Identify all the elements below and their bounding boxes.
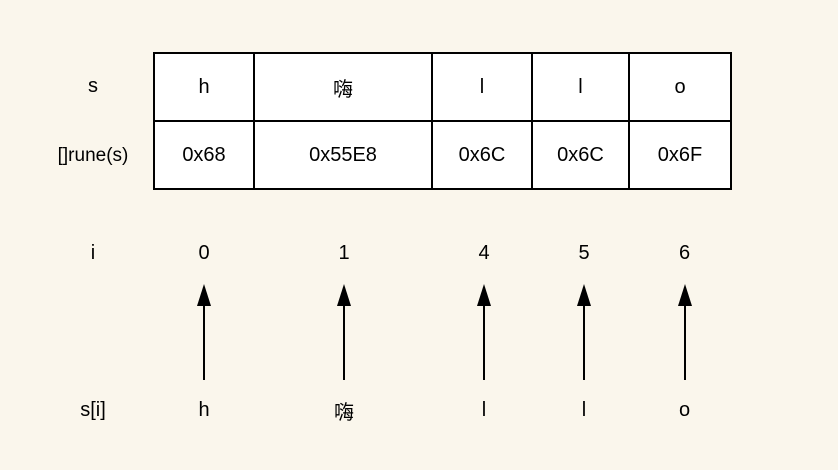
table-row-rune: 0x68 0x55E8 0x6C 0x6C 0x6F [153, 120, 732, 190]
rune-cell: 0x55E8 [253, 120, 433, 190]
char-value: o [678, 398, 691, 421]
char-value: 嗨 [334, 401, 354, 424]
char-value: h [198, 398, 210, 421]
index-value: 0 [198, 241, 210, 264]
up-arrow-icon [535, 284, 633, 380]
up-arrow-icon [153, 284, 255, 380]
index-value: 1 [338, 241, 350, 264]
index-value: 6 [678, 241, 691, 264]
rune-cell: 0x6F [628, 120, 732, 190]
rune-cell: 0x6C [531, 120, 630, 190]
char-row-label: s[i] [80, 398, 106, 421]
string-cell: 嗨 [253, 52, 433, 122]
rune-cell: 0x6C [431, 120, 533, 190]
string-cell: l [531, 52, 630, 122]
index-value: 5 [578, 241, 590, 264]
char-value: l [481, 398, 487, 421]
rune-row-label: []rune(s) [57, 145, 129, 166]
char-value: l [581, 398, 587, 421]
string-cell: l [431, 52, 533, 122]
rune-table: h 嗨 l l o 0x68 0x55E8 0x6C 0x6C 0x6F [153, 52, 732, 190]
rune-cell: 0x68 [153, 120, 255, 190]
up-arrow-icon [633, 284, 736, 380]
index-row-label: i [90, 241, 96, 264]
up-arrow-icon [255, 284, 433, 380]
arrows-row [153, 284, 736, 380]
string-cell: o [628, 52, 732, 122]
string-row-label: s [88, 74, 98, 97]
up-arrow-icon [433, 284, 535, 380]
string-cell: h [153, 52, 255, 122]
table-row-string: h 嗨 l l o [153, 52, 732, 122]
index-row: 0 1 4 5 6 [153, 239, 736, 267]
char-row: h 嗨 l l o [153, 396, 736, 424]
index-value: 4 [478, 241, 490, 264]
